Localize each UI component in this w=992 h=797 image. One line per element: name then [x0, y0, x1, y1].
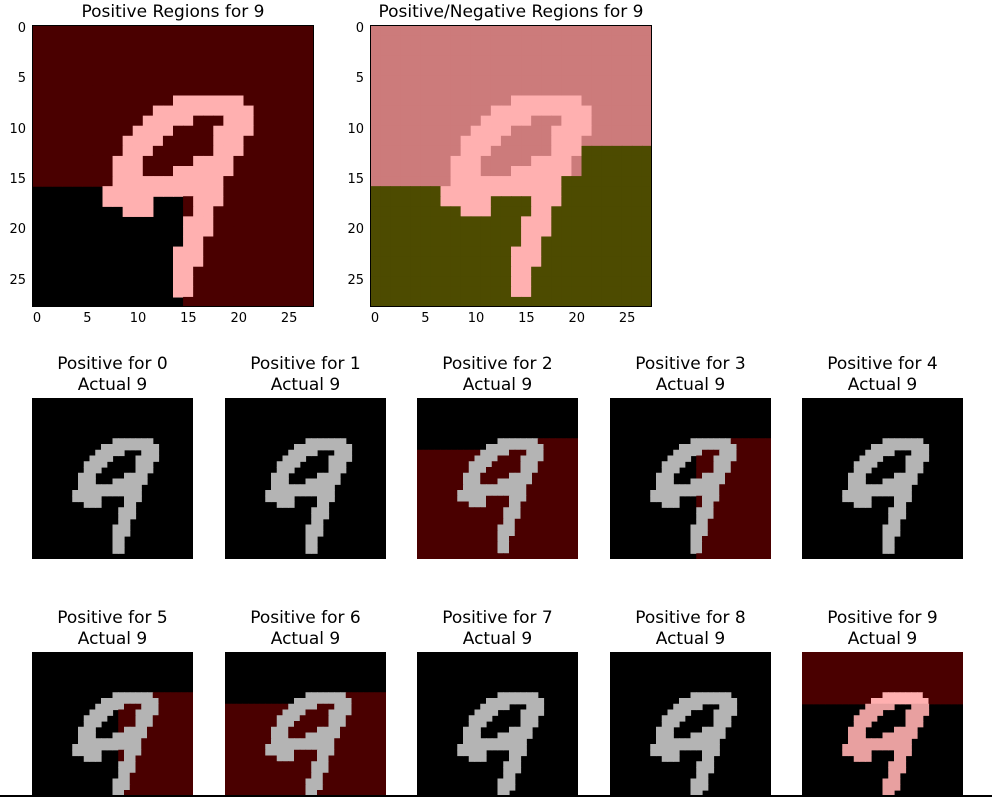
small-panel-title: Positive for 8 [635, 608, 746, 628]
x-tick-label: 25 [618, 311, 636, 326]
small-panel-subtitle: Actual 9 [77, 629, 148, 649]
x-tick-label: 20 [568, 311, 585, 326]
small-panel-title: Positive for 3 [635, 354, 746, 374]
small-panel-title: Positive for 1 [250, 354, 361, 374]
small-panel-subtitle: Actual 9 [847, 629, 918, 649]
top-panel-title: Positive Regions for 9 [81, 2, 265, 22]
top-panel-image [32, 25, 314, 307]
small-panel-subtitle: Actual 9 [655, 629, 726, 649]
x-tick-label: 15 [180, 311, 197, 326]
x-tick-label: 10 [129, 311, 147, 326]
y-tick-label: 5 [17, 71, 26, 87]
x-tick-label: 20 [230, 311, 247, 326]
small-panel-image [417, 398, 578, 559]
y-tick-label: 10 [9, 121, 26, 137]
small-panel-image [225, 652, 386, 795]
small-panel-subtitle: Actual 9 [655, 375, 726, 395]
y-tick-label: 20 [9, 222, 26, 238]
small-panel-subtitle: Actual 9 [270, 629, 341, 649]
y-tick-label: 25 [347, 272, 364, 288]
x-tick-label: 10 [467, 311, 485, 326]
x-tick-label: 5 [421, 311, 430, 326]
small-panel-image [802, 652, 963, 795]
small-panel-image [802, 398, 963, 559]
small-panel-subtitle: Actual 9 [462, 629, 533, 649]
small-panel-title: Positive for 9 [827, 608, 938, 628]
small-panel-image [32, 398, 193, 559]
small-panel-title: Positive for 0 [57, 354, 168, 374]
small-panel-image [610, 398, 771, 559]
small-panel-title: Positive for 2 [442, 354, 553, 374]
small-panel-subtitle: Actual 9 [270, 375, 341, 395]
small-panel-title: Positive for 5 [57, 608, 168, 628]
top-panel-image [370, 25, 652, 307]
small-panel-image [610, 652, 771, 795]
x-tick-label: 0 [32, 311, 42, 326]
small-panel-title: Positive for 4 [827, 354, 938, 374]
small-panel-image [32, 652, 193, 795]
small-panel-title: Positive for 6 [250, 608, 361, 628]
y-tick-label: 15 [9, 172, 26, 188]
y-tick-label: 15 [347, 172, 364, 188]
small-panel-subtitle: Actual 9 [847, 375, 918, 395]
x-tick-label: 15 [518, 311, 535, 326]
y-tick-label: 25 [9, 272, 26, 288]
bottom-rule [0, 795, 992, 797]
y-tick-label: 10 [347, 121, 364, 137]
x-tick-label: 25 [280, 311, 298, 326]
small-panel-subtitle: Actual 9 [462, 375, 533, 395]
small-panel-image [417, 652, 578, 795]
small-panel-image [225, 398, 386, 559]
small-panel-title: Positive for 7 [442, 608, 553, 628]
small-panel-subtitle: Actual 9 [77, 375, 148, 395]
top-panel-title: Positive/Negative Regions for 9 [378, 2, 644, 22]
y-tick-label: 0 [355, 21, 364, 37]
y-tick-label: 5 [355, 71, 364, 87]
x-tick-label: 0 [370, 311, 380, 326]
y-tick-label: 20 [347, 222, 364, 238]
y-tick-label: 0 [17, 21, 26, 37]
x-tick-label: 5 [83, 311, 92, 326]
